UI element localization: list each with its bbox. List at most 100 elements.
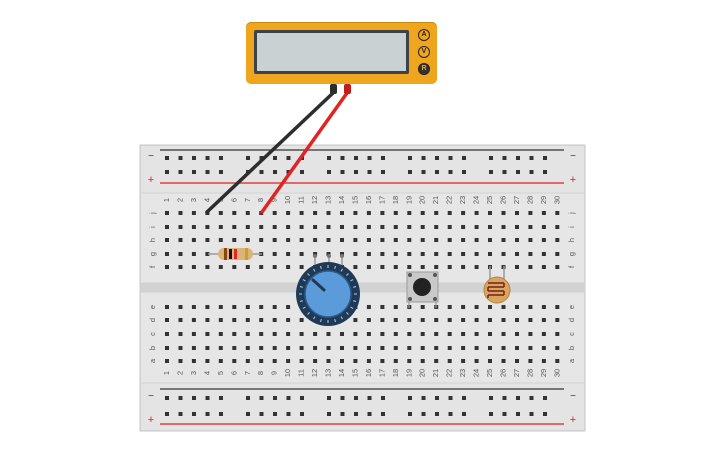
terminal-hole-i[interactable] [447, 225, 452, 229]
terminal-hole-f[interactable] [407, 265, 412, 269]
terminal-hole-a[interactable] [272, 359, 277, 363]
terminal-hole-d[interactable] [218, 318, 223, 322]
terminal-hole-c[interactable] [326, 332, 331, 336]
rail-hole[interactable] [408, 412, 412, 416]
terminal-hole-h[interactable] [326, 238, 331, 242]
terminal-hole-d[interactable] [245, 318, 250, 322]
terminal-hole-i[interactable] [461, 225, 466, 229]
terminal-hole-h[interactable] [447, 238, 452, 242]
terminal-hole-e[interactable] [366, 305, 371, 309]
terminal-hole-b[interactable] [205, 346, 210, 350]
terminal-hole-j[interactable] [178, 211, 183, 215]
terminal-hole-i[interactable] [340, 225, 344, 229]
rail-hole[interactable] [408, 396, 412, 400]
terminal-hole-h[interactable] [340, 238, 344, 242]
terminal-hole-a[interactable] [434, 359, 439, 363]
terminal-hole-i[interactable] [326, 225, 331, 229]
terminal-hole-h[interactable] [380, 238, 385, 242]
black-wire[interactable] [205, 84, 337, 214]
rail-hole[interactable] [273, 170, 277, 174]
rail-hole[interactable] [489, 396, 493, 400]
terminal-hole-c[interactable] [218, 332, 223, 336]
terminal-hole-g[interactable] [461, 252, 466, 256]
terminal-hole-i[interactable] [272, 225, 277, 229]
rail-hole[interactable] [502, 412, 507, 416]
rail-hole[interactable] [516, 412, 520, 416]
terminal-hole-f[interactable] [218, 265, 223, 269]
rail-hole[interactable] [408, 156, 412, 160]
terminal-hole-d[interactable] [178, 318, 183, 322]
terminal-hole-c[interactable] [515, 332, 519, 336]
terminal-hole-a[interactable] [380, 359, 385, 363]
terminal-hole-d[interactable] [191, 318, 196, 322]
terminal-hole-a[interactable] [313, 359, 318, 363]
terminal-hole-f[interactable] [366, 265, 371, 269]
terminal-hole-e[interactable] [272, 305, 277, 309]
rail-hole[interactable] [340, 170, 345, 174]
terminal-hole-g[interactable] [191, 252, 196, 256]
terminal-hole-b[interactable] [393, 346, 398, 350]
terminal-hole-b[interactable] [259, 346, 264, 350]
rail-hole[interactable] [165, 412, 169, 416]
rail-hole[interactable] [300, 170, 304, 174]
rail-hole[interactable] [354, 156, 358, 160]
terminal-hole-a[interactable] [326, 359, 331, 363]
rail-hole[interactable] [489, 412, 493, 416]
terminal-hole-a[interactable] [541, 359, 546, 363]
rail-hole[interactable] [246, 156, 250, 160]
terminal-hole-j[interactable] [232, 211, 237, 215]
rail-hole[interactable] [354, 412, 358, 416]
rail-hole[interactable] [259, 396, 264, 400]
terminal-hole-i[interactable] [191, 225, 196, 229]
terminal-hole-c[interactable] [165, 332, 169, 336]
terminal-hole-b[interactable] [555, 346, 560, 350]
terminal-hole-f[interactable] [353, 265, 358, 269]
terminal-hole-e[interactable] [178, 305, 183, 309]
rail-hole[interactable] [421, 396, 426, 400]
terminal-hole-a[interactable] [286, 359, 291, 363]
terminal-hole-a[interactable] [259, 359, 264, 363]
terminal-hole-c[interactable] [313, 332, 318, 336]
pushbutton[interactable] [406, 271, 439, 308]
rail-hole[interactable] [219, 156, 223, 160]
terminal-hole-e[interactable] [447, 305, 452, 309]
terminal-hole-h[interactable] [366, 238, 371, 242]
rail-hole[interactable] [286, 396, 291, 400]
rail-hole[interactable] [421, 412, 426, 416]
terminal-hole-c[interactable] [434, 332, 439, 336]
terminal-hole-b[interactable] [353, 346, 358, 350]
rail-hole[interactable] [340, 396, 345, 400]
terminal-hole-h[interactable] [191, 238, 196, 242]
terminal-hole-i[interactable] [420, 225, 425, 229]
rail-hole[interactable] [543, 396, 547, 400]
terminal-hole-b[interactable] [366, 346, 371, 350]
terminal-hole-e[interactable] [205, 305, 210, 309]
terminal-hole-c[interactable] [205, 332, 210, 336]
terminal-hole-f[interactable] [286, 265, 291, 269]
terminal-hole-g[interactable] [272, 252, 277, 256]
terminal-hole-c[interactable] [501, 332, 506, 336]
terminal-hole-i[interactable] [434, 225, 439, 229]
terminal-hole-e[interactable] [555, 305, 560, 309]
rail-hole[interactable] [327, 156, 331, 160]
terminal-hole-b[interactable] [461, 346, 466, 350]
terminal-hole-e[interactable] [218, 305, 223, 309]
terminal-hole-e[interactable] [191, 305, 196, 309]
rail-hole[interactable] [367, 412, 372, 416]
rail-hole[interactable] [516, 170, 520, 174]
terminal-hole-g[interactable] [501, 252, 506, 256]
terminal-hole-a[interactable] [528, 359, 533, 363]
terminal-hole-e[interactable] [541, 305, 546, 309]
terminal-hole-j[interactable] [245, 211, 250, 215]
terminal-hole-g[interactable] [205, 252, 210, 256]
terminal-hole-j[interactable] [353, 211, 358, 215]
terminal-hole-g[interactable] [380, 252, 385, 256]
terminal-hole-c[interactable] [178, 332, 183, 336]
terminal-hole-c[interactable] [245, 332, 250, 336]
terminal-hole-a[interactable] [165, 359, 169, 363]
terminal-hole-e[interactable] [474, 305, 479, 309]
terminal-hole-i[interactable] [313, 225, 318, 229]
terminal-hole-h[interactable] [313, 238, 318, 242]
rail-hole[interactable] [462, 396, 466, 400]
terminal-hole-j[interactable] [393, 211, 398, 215]
